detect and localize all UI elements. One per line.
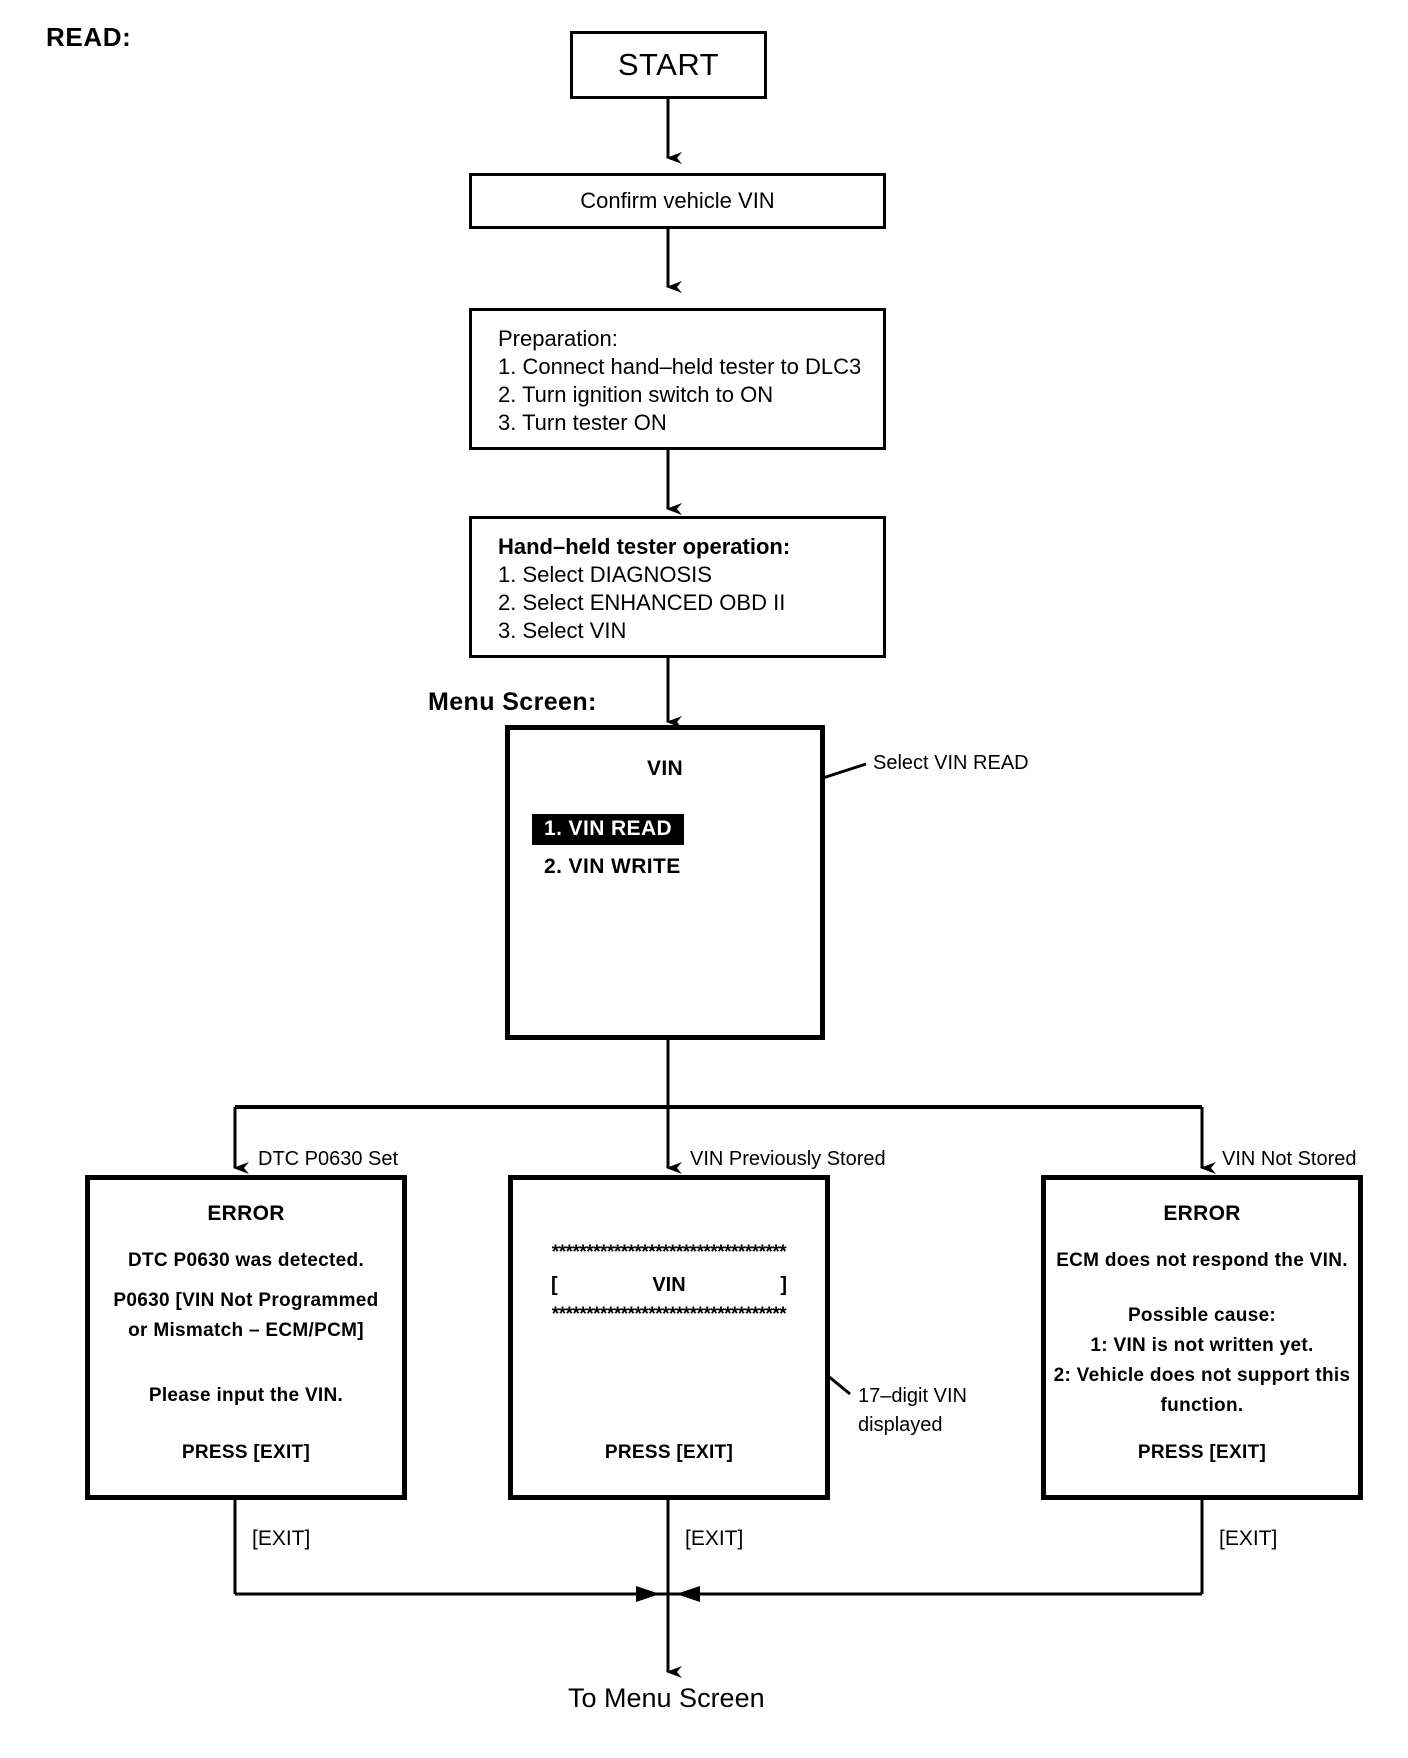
exit-label-middle: [EXIT] xyxy=(685,1527,744,1550)
screen-error-dtc-title: ERROR xyxy=(207,1202,285,1225)
preparation-step-1: 1. Connect hand–held tester to DLC3 xyxy=(498,354,862,380)
exit-label-right: [EXIT] xyxy=(1219,1527,1278,1550)
exit-label-left: [EXIT] xyxy=(252,1527,311,1550)
vin-value: VIN xyxy=(652,1274,686,1296)
callout-select-vin-read: Select VIN READ xyxy=(873,752,1029,774)
preparation-step-2: 2. Turn ignition switch to ON xyxy=(498,382,774,408)
callout-17-digit-vin-line-2: displayed xyxy=(858,1414,943,1436)
menu-item-vin-write[interactable]: 2. VIN WRITE xyxy=(544,855,681,878)
screen-error-dtc-p0630[interactable]: ERROR DTC P0630 was detected. P0630 [VIN… xyxy=(85,1175,407,1500)
preparation-heading: Preparation: xyxy=(498,326,618,351)
screen-error-dtc-line-1: DTC P0630 was detected. xyxy=(127,1250,365,1271)
screen-error-dtc-line-3: or Mismatch – ECM/PCM] xyxy=(128,1320,364,1341)
node-start-label: START xyxy=(617,47,720,82)
screen-error-dtc-line-2: P0630 [VIN Not Programmed xyxy=(113,1290,379,1311)
screen-error-no-vin-line-2: Possible cause: xyxy=(1127,1305,1277,1326)
tester-operation-heading: Hand–held tester operation: xyxy=(498,534,791,559)
branch-label-vin-not-stored: VIN Not Stored xyxy=(1222,1148,1357,1170)
node-tester-operation: Hand–held tester operation: 1. Select DI… xyxy=(469,516,886,658)
page-title: READ: xyxy=(46,22,132,52)
screen-vin-menu-title: VIN xyxy=(647,757,683,780)
screen-vin-stored-footer[interactable]: PRESS [EXIT] xyxy=(604,1442,734,1463)
screen-error-dtc-line-4: Please input the VIN. xyxy=(148,1385,344,1406)
screen-vin-stored-stars-bottom: ********************************** xyxy=(551,1304,787,1325)
branch-label-dtc-p0630-set: DTC P0630 Set xyxy=(258,1148,399,1170)
node-confirm-vin: Confirm vehicle VIN xyxy=(469,173,886,229)
screen-error-no-vin-footer[interactable]: PRESS [EXIT] xyxy=(1137,1442,1267,1463)
node-confirm-vin-label: Confirm vehicle VIN xyxy=(580,188,775,213)
menu-screen-label: Menu Screen: xyxy=(428,688,597,716)
screen-error-dtc-footer[interactable]: PRESS [EXIT] xyxy=(181,1442,311,1463)
tester-operation-step-3: 3. Select VIN xyxy=(498,618,627,644)
vin-bracket-close: ] xyxy=(780,1274,787,1296)
branch-label-vin-previously-stored: VIN Previously Stored xyxy=(690,1148,886,1170)
screen-error-no-vin-title: ERROR xyxy=(1163,1202,1241,1225)
screen-vin-menu[interactable]: VIN 1. VIN READ 2. VIN WRITE xyxy=(505,725,825,1040)
screen-error-no-vin-line-3: 1: VIN is not written yet. xyxy=(1090,1335,1314,1356)
screen-vin-stored-vin-row: [ VIN ] xyxy=(513,1274,825,1297)
vin-bracket-open: [ xyxy=(551,1274,558,1296)
tester-operation-step-1: 1. Select DIAGNOSIS xyxy=(498,562,712,588)
screen-vin-stored-stars-top: ********************************** xyxy=(551,1242,787,1263)
menu-item-vin-read[interactable]: 1. VIN READ xyxy=(532,814,685,845)
tester-operation-step-2: 2. Select ENHANCED OBD II xyxy=(498,590,786,616)
screen-vin-stored[interactable]: ********************************** [ VIN… xyxy=(508,1175,830,1500)
screen-error-no-vin-line-4: 2: Vehicle does not support this xyxy=(1053,1365,1351,1386)
preparation-step-3: 3. Turn tester ON xyxy=(498,410,667,436)
node-start: START xyxy=(570,31,767,99)
screen-error-no-vin-line-5: function. xyxy=(1160,1395,1244,1416)
screen-error-no-vin[interactable]: ERROR ECM does not respond the VIN. Poss… xyxy=(1041,1175,1363,1500)
callout-17-digit-vin-line-1: 17–digit VIN xyxy=(858,1385,967,1407)
screen-error-no-vin-line-1: ECM does not respond the VIN. xyxy=(1056,1250,1348,1271)
node-preparation: Preparation: 1. Connect hand–held tester… xyxy=(469,308,886,450)
footer-to-menu-screen: To Menu Screen xyxy=(568,1683,765,1713)
